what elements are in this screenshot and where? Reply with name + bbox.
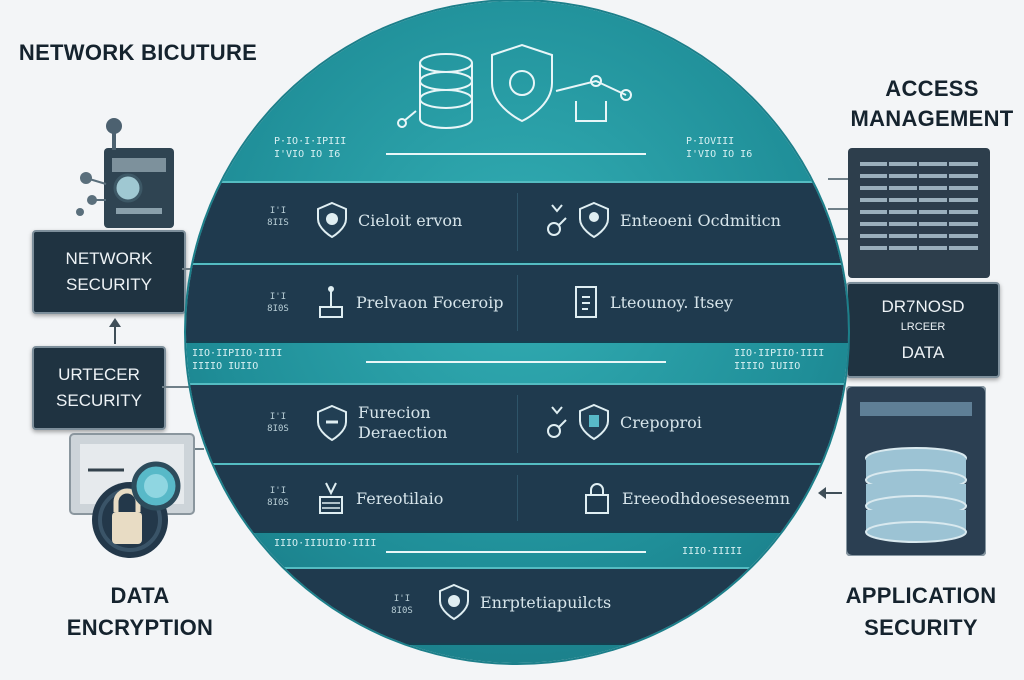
shield-icon (317, 201, 347, 239)
layer-label: Enrptetiapuilcts (480, 592, 612, 612)
security-layers-circle: P·IO·I·IPIII I'VIO IO I6 P·IOVIII I'VIO … (186, 1, 848, 663)
box-line: URTECER (58, 365, 140, 384)
title-network-bicuture: NETWORK BICUTURE (18, 40, 258, 65)
title-application-security: APPLICATION SECURITY (818, 580, 1024, 644)
layer-label: Prelvaon Foceroip (356, 292, 504, 312)
caption-line: P·IOVIII (686, 136, 735, 147)
layer-band: I'I 8IIS Cieloit ervon Enteoeni Ocdmitic… (186, 181, 848, 263)
layer-label: Enteoeni Ocdmiticn (620, 210, 781, 230)
data-box: DR7NOSD LRCEER DATA (846, 282, 1000, 378)
document-icon (575, 286, 597, 318)
key-icon (547, 204, 567, 236)
layer-band: I'I 8I0S Prelvaon Foceroip Lteounoy. Its… (186, 263, 848, 343)
tiny-line: 8I0S (391, 606, 413, 616)
mid-left-caption: IIO·IIPIIO·IIII IIIIO IUIIO (192, 347, 312, 373)
title-line: SECURITY (864, 615, 978, 640)
band-tiny-label: I'I 8I0S (258, 291, 298, 315)
caption-line: IIO·IIPIIO·IIII (734, 348, 825, 359)
box-line: DATA (901, 343, 945, 362)
layer-right-item: Crepoproi (546, 403, 702, 441)
layer-label: Crepoproi (620, 412, 702, 432)
layer-left-item: Prelvaon Foceroip (316, 283, 504, 321)
layer-left-item: Fereotilaio (316, 479, 443, 517)
network-device-illustration (66, 108, 186, 238)
divider-rule (386, 551, 646, 553)
layer-right-item: Lteounoy. Itsey (572, 283, 733, 321)
connector-line (828, 178, 848, 180)
title-line: APPLICATION (845, 583, 997, 608)
layer-band: I'I 8I0S Furecion Deraection Crepoproi (186, 383, 848, 465)
layer-center-item: Enrptetiapuilcts (438, 583, 611, 621)
layer-band: I'I 8I0S Fereotilaio Ereeodhdoeseseemn (186, 463, 848, 533)
tiny-line: I'I (269, 206, 287, 216)
tiny-line: 8I0S (267, 424, 289, 434)
layer-left-item: Cieloit ervon (316, 201, 462, 239)
title-access-management: ACCESS MANAGEMENT (840, 74, 1024, 134)
tiny-line: I'I (269, 486, 287, 496)
title-line: DATA (110, 583, 170, 608)
scale-icon (319, 286, 343, 318)
network-security-box: NETWORK SECURITY (32, 230, 186, 314)
title-line: MANAGEMENT (850, 106, 1014, 131)
layer-label: Lteounoy. Itsey (610, 292, 733, 312)
tiny-line: I'I (269, 292, 287, 302)
band-tiny-label: I'I 8I0S (258, 411, 298, 435)
top-left-caption: P·IO·I·IPIII I'VIO IO I6 (274, 135, 374, 161)
database-shield-illustration (396, 41, 656, 151)
layer-right-item: Enteoeni Ocdmiticn (546, 201, 781, 239)
lock-icon (585, 483, 609, 514)
band-divider (517, 395, 518, 453)
caption-line: P·IO·I·IPIII (274, 136, 347, 147)
layer-label: Deraection (358, 423, 448, 442)
key-icon (547, 406, 567, 438)
shield-icon (579, 201, 609, 239)
caption-line: IIIIO IUIIO (192, 361, 259, 372)
encryption-lock-illustration (64, 430, 204, 560)
server-rack-icon (319, 482, 343, 514)
up-arrow-icon (108, 318, 122, 344)
caption-line: IIO·IIPIIO·IIII (192, 348, 283, 359)
layer-label: Fereotilaio (356, 488, 444, 508)
caption-line: I'VIO IO I6 (274, 149, 341, 160)
tiny-line: I'I (269, 412, 287, 422)
shield-icon (579, 403, 609, 441)
urtecer-security-box: URTECER SECURITY (32, 346, 166, 430)
mid-right-caption: IIO·IIPIIO·IIII IIIIO IUIIO (734, 347, 844, 373)
divider-rule (386, 153, 646, 155)
layer-label: Furecion (358, 403, 431, 422)
band-divider (517, 193, 518, 251)
layer-label: Ereeodhdoeseseemn (622, 488, 791, 508)
box-line: DR7NOSD (881, 297, 965, 316)
tiny-line: 8IIS (267, 218, 289, 228)
shield-icon (439, 583, 469, 621)
layer-band: I'I 8I0S Enrptetiapuilcts (186, 567, 848, 645)
divider-rule (366, 361, 666, 363)
band-tiny-label: I'I 8I0S (258, 485, 298, 509)
caption-line: I'VIO IO I6 (686, 149, 753, 160)
tiny-line: 8I0S (267, 498, 289, 508)
box-line: SECURITY (56, 391, 142, 410)
tiny-line: I'I (393, 594, 411, 604)
box-line: NETWORK (65, 249, 153, 268)
tiny-line: 8I0S (267, 304, 289, 314)
top-right-caption: P·IOVIII I'VIO IO I6 (686, 135, 786, 161)
caption-line: IIIIO IUIIO (734, 361, 801, 372)
low-left-caption: IIIO·IIIUIIO·IIII (274, 538, 377, 549)
title-line: ACCESS (885, 76, 979, 101)
band-tiny-label: I'I 8IIS (258, 205, 298, 229)
band-divider (517, 275, 518, 331)
band-divider (517, 475, 518, 521)
low-right-caption: IIIO·IIIII (682, 546, 743, 557)
band-tiny-label: I'I 8I0S (382, 593, 422, 617)
box-line: SECURITY (66, 275, 152, 294)
database-server-illustration (845, 385, 987, 557)
access-table-panel (848, 148, 990, 278)
layer-label-group: Furecion Deraection (358, 403, 447, 443)
connector-line (162, 386, 192, 388)
layer-left-item: Furecion Deraection (316, 403, 447, 443)
box-line: LRCEER (900, 321, 946, 333)
layer-label: Cieloit ervon (358, 210, 463, 230)
layer-right-item: Ereeodhdoeseseemn (582, 479, 790, 517)
shield-icon (317, 404, 347, 442)
